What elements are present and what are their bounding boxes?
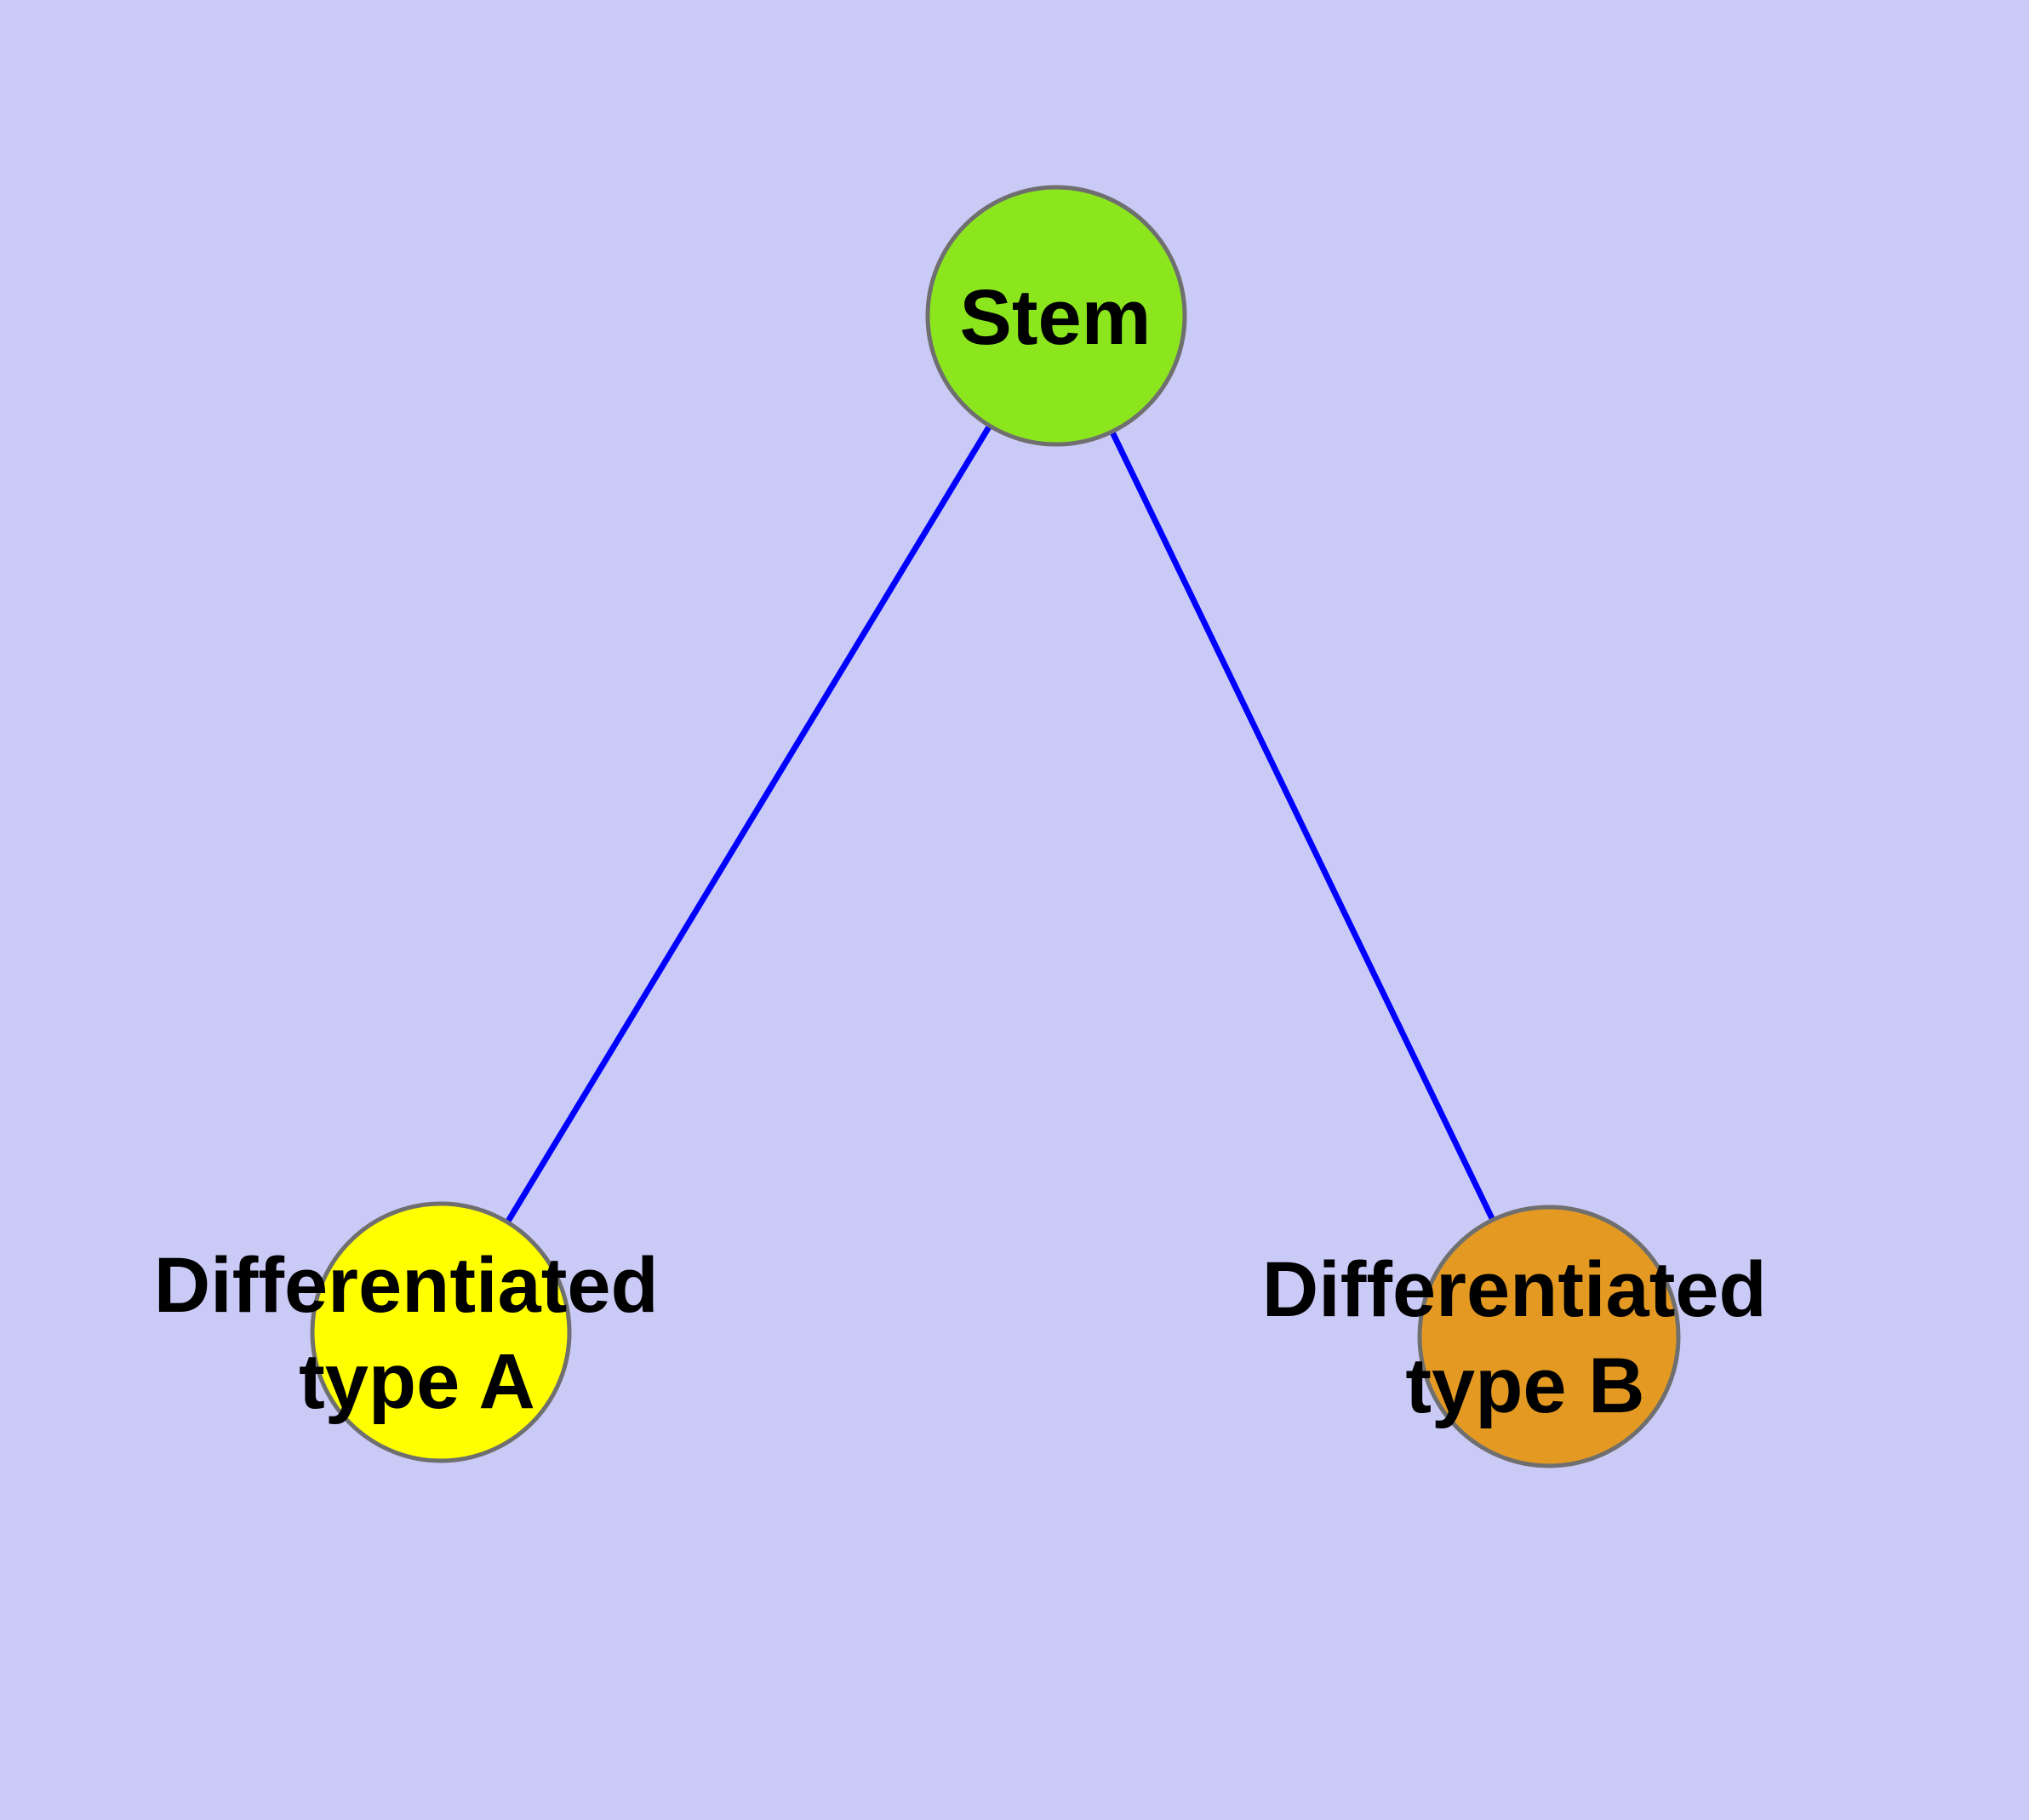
node-type-b-label-line-1: Differentiated: [1262, 1246, 1767, 1333]
node-stem-label: Stem: [960, 274, 1152, 361]
node-type-b: [1417, 1205, 1681, 1468]
node-stem: [925, 185, 1187, 447]
node-type-b-label-line-2: type B: [1405, 1342, 1644, 1429]
edge-stem-to-type-b: [1053, 314, 1552, 1338]
node-type-a-label: Differentiated type A: [154, 1242, 681, 1425]
node-type-b-label: Differentiated type B: [1262, 1246, 1789, 1429]
node-type-a-label-line-1: Differentiated: [154, 1242, 659, 1329]
node-type-a: [310, 1201, 572, 1463]
node-type-a-label-line-2: type A: [299, 1338, 535, 1425]
edge-stem-to-type-a: [438, 314, 1059, 1334]
